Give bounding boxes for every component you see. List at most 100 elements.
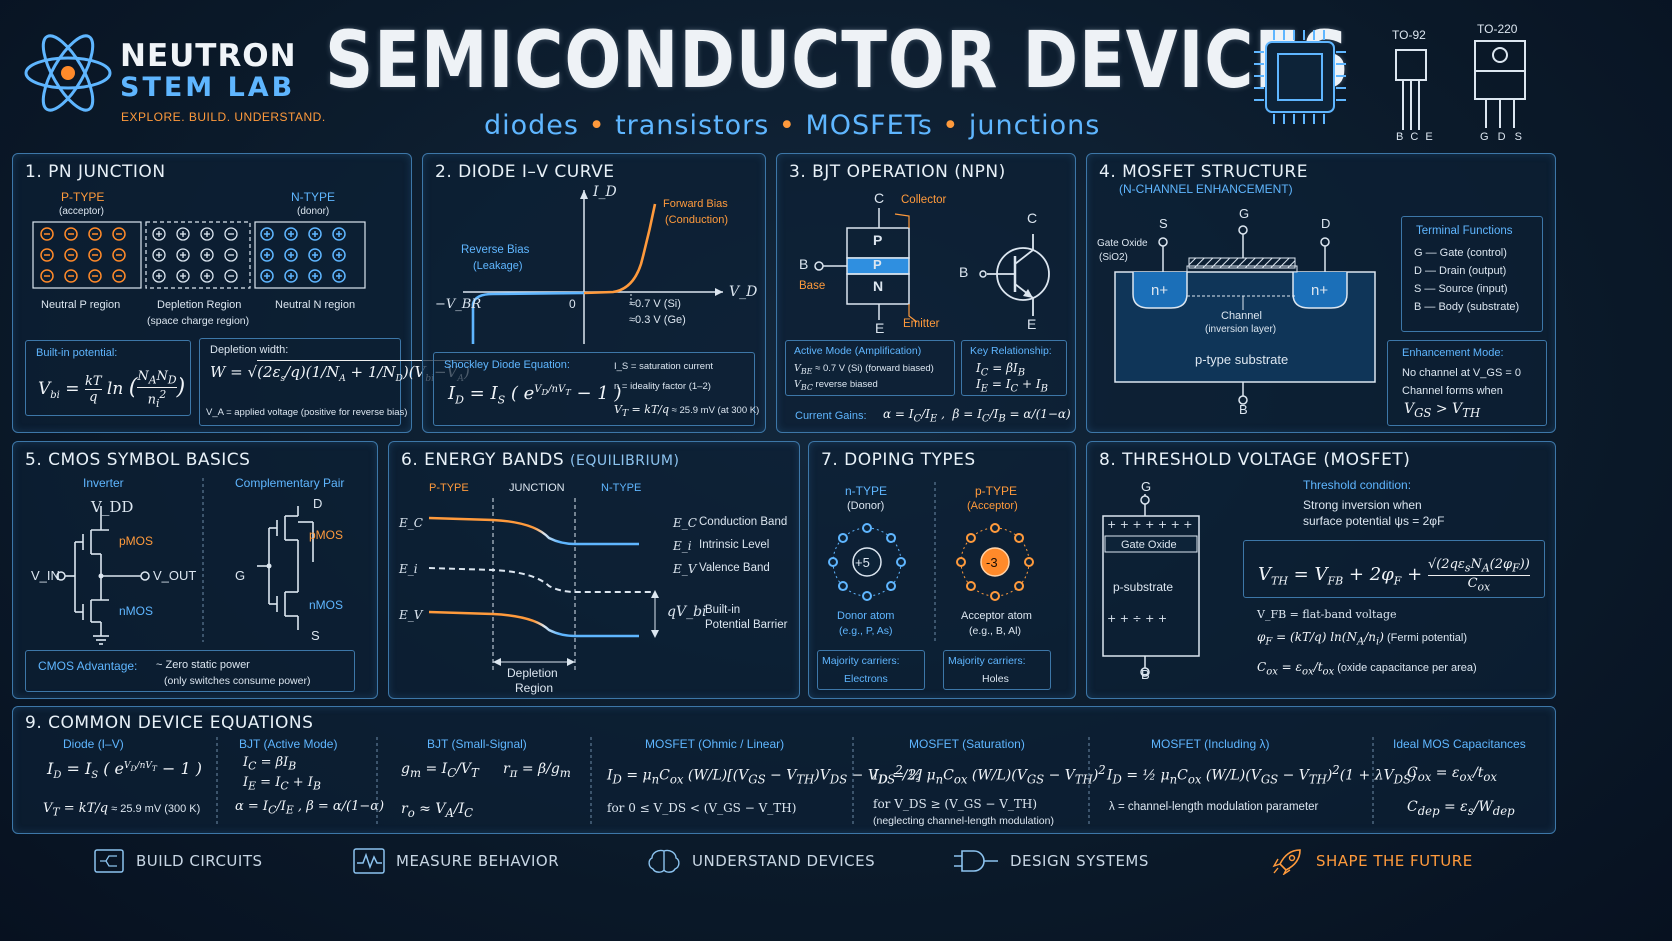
subtitle-junctions: junctions (968, 110, 1101, 141)
label-forward: Forward Bias (663, 198, 728, 210)
vth-equation: VTH = VFB + 2φF + √(2qεsNA(2φF))Cox (1258, 557, 1530, 594)
inv-pmos: pMOS (119, 534, 154, 548)
mosfet-cross-section (1114, 225, 1376, 405)
vdd-label: V_DD (91, 498, 134, 516)
footer-build-circuits[interactable]: BUILD CIRCUITS (92, 848, 263, 874)
eq-head-caps: Ideal MOS Capacitances (1393, 737, 1526, 751)
chip-icon (1254, 30, 1346, 124)
charge-dot-icon (152, 248, 166, 262)
cox-text: (oxide capacitance per area) (1337, 662, 1477, 674)
charge-dot-icon (88, 269, 102, 283)
charge-dot-icon (112, 269, 126, 283)
note-n: n = ideality factor (1–2) (614, 381, 711, 392)
charge-dot-icon (200, 248, 214, 262)
pair-nmos: nMOS (309, 598, 344, 612)
footer-label: DESIGN SYSTEMS (1010, 852, 1149, 870)
charge-dot-icon (332, 269, 346, 283)
th-cond-line2: surface potential ψs = 2φF (1303, 514, 1445, 528)
subtitle-diodes: diodes (484, 110, 579, 141)
footer-measure-behavior[interactable]: MEASURE BEHAVIOR (352, 848, 559, 874)
vbc-line: VBC reverse biased (794, 379, 878, 392)
cox-note: Cox = εox/tox (oxide capacitance per are… (1257, 660, 1477, 678)
hole-icon (956, 557, 966, 567)
note-is: I_S = saturation current (614, 361, 714, 372)
substrate-label: p-type substrate (1195, 352, 1289, 367)
charge-dot-icon (88, 227, 102, 241)
charge-dot-icon (224, 269, 238, 283)
ntype-sub: (Donor) (847, 500, 885, 512)
electron-icon (837, 532, 848, 543)
doping-atoms-diagram (828, 482, 1034, 642)
tf-source: S — Source (input) (1414, 283, 1508, 295)
charge-dot-icon (332, 248, 346, 262)
footer-design-systems[interactable]: DESIGN SYSTEMS (952, 848, 1149, 874)
eq-lambda: ID = ½ μnCox (W/L)(VGS − VTH)2(1 + λVDS) (1107, 763, 1417, 787)
label-si: ≈0.7 V (Si) (629, 298, 681, 310)
charge-dot-icon (176, 227, 190, 241)
panel-pn-junction: 1. PN JUNCTION P-TYPE (acceptor) N-TYPE … (12, 153, 470, 433)
footer-understand-devices[interactable]: UNDERSTAND DEVICES (646, 848, 875, 874)
panel-title: 2. DIODE I–V CURVE (435, 162, 615, 182)
level-ei: E_i (399, 562, 418, 576)
charge-dot-icon (308, 269, 322, 283)
level-ev: E_V (399, 608, 423, 622)
bjt-b: B (799, 256, 809, 272)
sym-c: C (1027, 210, 1038, 226)
vbc-text: reverse biased (815, 379, 878, 390)
active-mode-box: Active Mode (Amplification) VBE ≈ 0.7 V … (785, 340, 955, 396)
majority-p-value: Holes (982, 673, 1009, 685)
charge-dot-icon (176, 269, 190, 283)
channel-sub: (inversion layer) (1205, 324, 1277, 335)
vin-label: V_IN (31, 568, 60, 583)
panel-title: 8. THRESHOLD VOLTAGE (MOSFET) (1099, 450, 1411, 470)
eq-dividers (216, 737, 1374, 827)
label-ge: ≈0.3 V (Ge) (629, 314, 686, 326)
gate-oxide-sub: (SiO2) (1099, 252, 1128, 263)
pkg-to92-pins: B C E (1396, 131, 1435, 143)
electron-icon (828, 557, 838, 567)
majority-n-value: Electrons (844, 673, 888, 685)
eq-head-diode: Diode (I–V) (63, 737, 124, 751)
ntype-sub: (donor) (297, 206, 330, 217)
enhancement-box: Enhancement Mode: No channel at V_GS = 0… (1387, 340, 1547, 426)
majority-n-box: Majority carriers: Electrons (817, 650, 925, 690)
footer-shape-future[interactable]: SHAPE THE FUTURE (1270, 848, 1473, 875)
logic-gate-icon (954, 850, 998, 872)
bjt-e: E (875, 320, 885, 336)
eq-cox: Cox = εox/tox (1407, 765, 1497, 784)
label-reverse: Reverse Bias (461, 244, 530, 256)
donor-sub: (e.g., P, As) (839, 625, 893, 637)
label-depletion: Depletion (507, 666, 558, 680)
legend-intrinsic: Intrinsic Level (699, 539, 770, 551)
label-reverse-sub: (Leakage) (473, 260, 523, 272)
th-cond-label: Threshold condition: (1303, 478, 1412, 492)
charge-dot-icon (40, 269, 54, 283)
charge-dot-icon (152, 227, 166, 241)
enh-line2: Channel forms when (1402, 385, 1503, 397)
label-depletion-sub: (space charge region) (147, 315, 250, 327)
pair-s: S (311, 628, 320, 643)
eq-head-sat: MOSFET (Saturation) (909, 737, 1025, 751)
eq-head-smallsignal: BJT (Small-Signal) (427, 737, 527, 751)
charge-dot-icon (284, 248, 298, 262)
panel-title: 6. ENERGY BANDS (EQUILIBRIUM) (401, 450, 679, 470)
legend-ev: E_V (673, 562, 697, 576)
band-ntype: N-TYPE (601, 482, 642, 494)
panel-title: 7. DOPING TYPES (821, 450, 976, 470)
hole-icon (990, 591, 1000, 601)
pkg-to220-pins: G D S (1480, 131, 1525, 143)
electron-icon (862, 523, 872, 533)
brain-icon (648, 849, 680, 873)
charge-dot-icon (332, 227, 346, 241)
ptype-sub: (Acceptor) (967, 500, 1018, 512)
band-junction: JUNCTION (509, 482, 565, 494)
threshold-mos-diagram: + + + + + + ++ + ÷ + + (1102, 494, 1200, 677)
vth-equation-box: VTH = VFB + 2φF + √(2qεsNA(2φF))Cox (1243, 540, 1545, 598)
eq-sat-note: (neglecting channel-length modulation) (873, 815, 1054, 827)
electron-icon (837, 581, 848, 592)
shockley-label: Shockley Diode Equation: (444, 359, 570, 371)
eq-ohmic: ID = μnCox (W/L)[(VGS − VTH)VDS − VDS2/2… (607, 763, 922, 787)
